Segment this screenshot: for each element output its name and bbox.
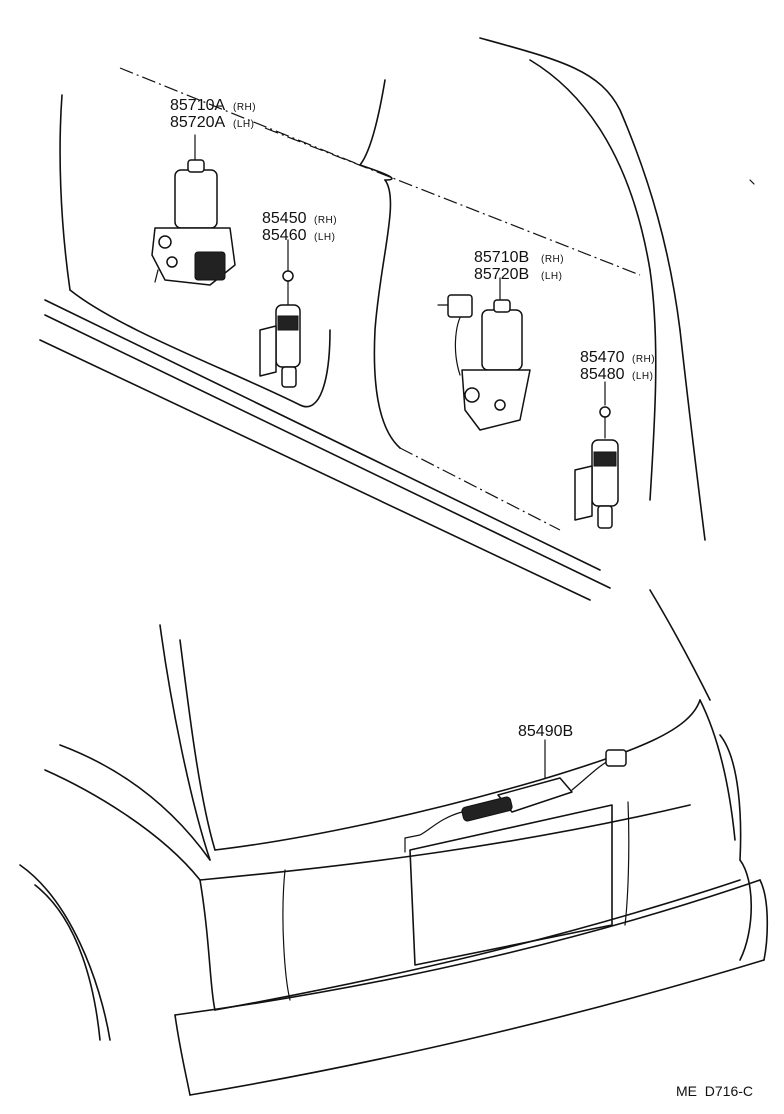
part-number-85710A: 85710A [170, 97, 225, 114]
side-rh: (RH) [541, 254, 564, 265]
part-number-85710B: 85710B [474, 249, 529, 266]
part-number-85470: 85470 [580, 349, 625, 366]
side-lh: (LH) [314, 232, 335, 243]
body-outline-lower [19, 589, 769, 1096]
side-rh: (RH) [233, 102, 256, 113]
part-number-85720A: 85720A [170, 114, 225, 131]
lock-solenoid-front [259, 239, 301, 388]
side-rh: (RH) [314, 215, 337, 226]
label-solenoid-front: 85450 (RH) 85460 (LH) [262, 210, 337, 244]
part-number-85480: 85480 [580, 366, 625, 383]
part-number-85460: 85460 [262, 227, 307, 244]
part-number-85720B: 85720B [474, 266, 529, 283]
diagram-code: ME D716-C [676, 1083, 753, 1099]
body-outline-upper [39, 37, 755, 601]
lock-solenoid-rear [574, 381, 619, 529]
side-rh: (RH) [632, 354, 655, 365]
door-lock-motor-rear [437, 277, 531, 431]
side-lh: (LH) [233, 119, 254, 130]
back-door-lock-assembly [404, 739, 627, 853]
door-lock-motor-front [151, 134, 236, 286]
label-motor-front: 85710A (RH) 85720A (LH) [170, 97, 256, 131]
side-lh: (LH) [541, 271, 562, 282]
label-solenoid-rear: 85470 (RH) 85480 (LH) [580, 349, 655, 383]
side-lh: (LH) [632, 371, 653, 382]
part-number-85450: 85450 [262, 210, 307, 227]
part-number-85490B: 85490B [518, 723, 573, 740]
label-motor-rear: 85710B (RH) 85720B (LH) [474, 249, 564, 283]
